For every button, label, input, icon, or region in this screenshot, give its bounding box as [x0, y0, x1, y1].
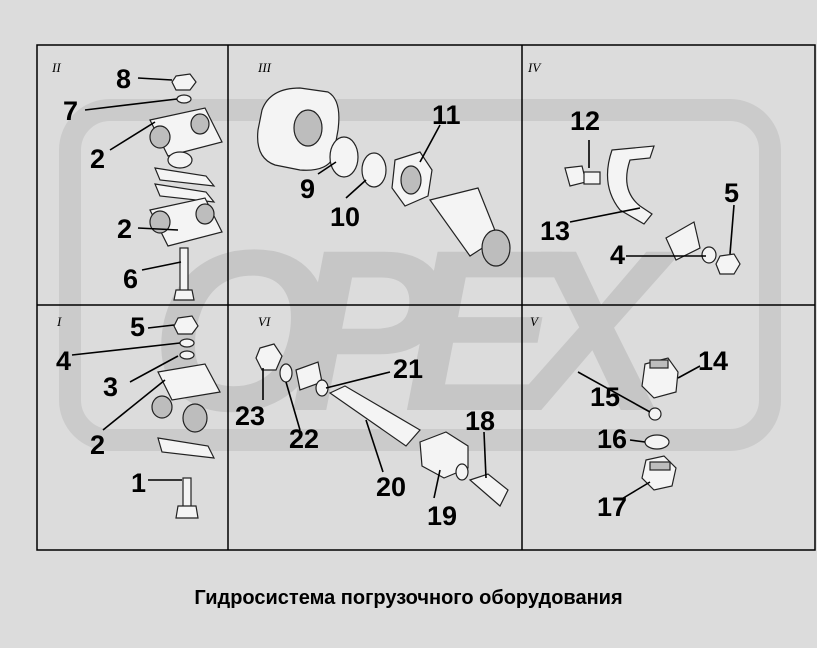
panel-iv-parts — [564, 140, 741, 275]
callout-14: 14 — [698, 346, 728, 376]
callout-2-mid: 2 — [117, 214, 132, 244]
section-label-ii: II — [51, 60, 61, 75]
callout-2-i: 2 — [90, 430, 105, 460]
panel-i-parts — [71, 315, 221, 519]
callout-16: 16 — [597, 424, 627, 454]
section-label-iii: III — [257, 60, 272, 75]
section-label-i: I — [56, 314, 62, 329]
callout-10: 10 — [330, 202, 360, 232]
callout-22: 22 — [289, 424, 319, 454]
callout-3: 3 — [103, 372, 118, 402]
callout-9: 9 — [300, 174, 315, 204]
panel-ii-parts — [84, 73, 223, 301]
callout-8: 8 — [116, 64, 131, 94]
callout-11: 11 — [432, 100, 461, 130]
callout-6: 6 — [123, 264, 138, 294]
watermark-background: OPEX — [59, 99, 781, 459]
callout-12: 12 — [570, 106, 600, 136]
section-label-iv: IV — [527, 60, 542, 75]
callout-5-iv: 5 — [724, 178, 739, 208]
callout-19: 19 — [427, 501, 457, 531]
callout-5-i: 5 — [130, 312, 145, 342]
panel-iii-parts — [257, 87, 511, 267]
callout-15: 15 — [590, 382, 620, 412]
callout-2-top: 2 — [90, 144, 105, 174]
section-label-v: V — [530, 314, 540, 329]
section-label-vi: VI — [258, 314, 271, 329]
callout-18: 18 — [465, 406, 495, 436]
callout-17: 17 — [597, 492, 627, 522]
panel-vi-parts — [255, 343, 509, 507]
callout-20: 20 — [376, 472, 406, 502]
callout-4-i: 4 — [56, 346, 71, 376]
watermark-text: OPEX — [150, 202, 682, 459]
callout-21: 21 — [393, 354, 423, 384]
callout-1: 1 — [131, 468, 146, 498]
callout-4-iv: 4 — [610, 240, 625, 270]
callout-7: 7 — [63, 96, 78, 126]
panel-grid — [36, 44, 816, 551]
callout-13: 13 — [540, 216, 570, 246]
diagram-caption: Гидросистема погрузочного оборудования — [194, 587, 623, 609]
panel-v-parts — [577, 357, 701, 501]
callout-23: 23 — [235, 401, 265, 431]
